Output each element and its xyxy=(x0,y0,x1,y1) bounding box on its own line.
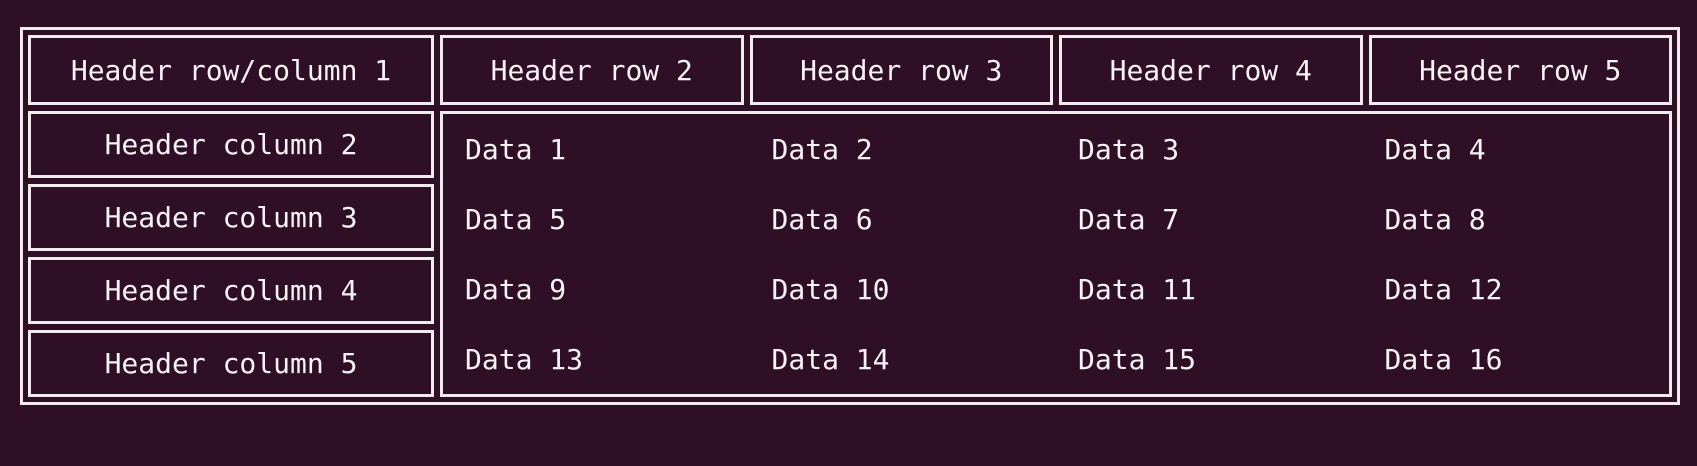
data-cell[interactable]: Data 16 xyxy=(1384,342,1503,376)
data-cell[interactable]: Data 6 xyxy=(771,202,873,236)
data-cell[interactable]: Data 14 xyxy=(771,342,890,376)
header-cell-column-2[interactable]: Header column 2 xyxy=(28,111,434,178)
data-cell[interactable]: Data 2 xyxy=(771,132,873,166)
header-cell-row-4[interactable]: Header row 4 xyxy=(1059,35,1363,105)
header-cell-corner[interactable]: Header row/column 1 xyxy=(28,35,434,105)
data-cell[interactable]: Data 1 xyxy=(465,132,567,166)
data-cell[interactable]: Data 9 xyxy=(465,272,567,306)
data-cell[interactable]: Data 8 xyxy=(1384,202,1486,236)
header-cell-column-5[interactable]: Header column 5 xyxy=(28,330,434,397)
data-cell[interactable]: Data 13 xyxy=(465,342,584,376)
data-cell[interactable]: Data 11 xyxy=(1078,272,1197,306)
table-row: Data 1 Data 2 Data 3 Data 4 xyxy=(443,114,1669,184)
data-cell[interactable]: Data 5 xyxy=(465,202,567,236)
table-header-row: Header row/column 1 Header row 2 Header … xyxy=(28,35,1672,105)
header-cell-column-3[interactable]: Header column 3 xyxy=(28,184,434,251)
data-cell[interactable]: Data 12 xyxy=(1384,272,1503,306)
header-cell-row-2[interactable]: Header row 2 xyxy=(440,35,744,105)
header-cell-column-4[interactable]: Header column 4 xyxy=(28,257,434,324)
table-row: Data 9 Data 10 Data 11 Data 12 xyxy=(443,254,1669,324)
data-cell[interactable]: Data 10 xyxy=(771,272,890,306)
data-cell[interactable]: Data 15 xyxy=(1078,342,1197,376)
table-row: Data 5 Data 6 Data 7 Data 8 xyxy=(443,184,1669,254)
row-header-column: Header column 2 Header column 3 Header c… xyxy=(28,111,434,397)
table-body: Header column 2 Header column 3 Header c… xyxy=(28,111,1672,397)
table-row: Data 13 Data 14 Data 15 Data 16 xyxy=(443,324,1669,394)
data-cells-block: Data 1 Data 2 Data 3 Data 4 Data 5 Data … xyxy=(440,111,1672,397)
data-table: Header row/column 1 Header row 2 Header … xyxy=(20,27,1680,405)
header-cell-row-5[interactable]: Header row 5 xyxy=(1368,35,1672,105)
data-cell[interactable]: Data 7 xyxy=(1078,202,1180,236)
table-inner-grid: Header row/column 1 Header row 2 Header … xyxy=(28,35,1672,397)
data-cell[interactable]: Data 4 xyxy=(1384,132,1486,166)
header-cell-row-3[interactable]: Header row 3 xyxy=(749,35,1053,105)
data-cell[interactable]: Data 3 xyxy=(1078,132,1180,166)
